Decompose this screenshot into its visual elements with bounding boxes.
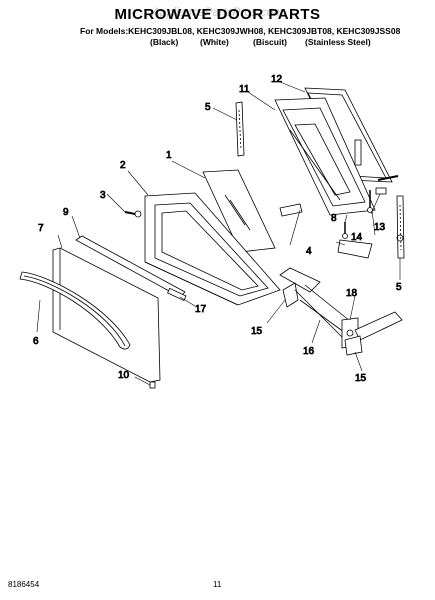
callout-7: 7 — [38, 223, 44, 234]
callout-13: 13 — [374, 222, 386, 233]
callout-6: 6 — [33, 336, 39, 347]
callout-15-right: 15 — [355, 373, 367, 384]
page-number: 11 — [213, 580, 222, 589]
callout-15-left: 15 — [251, 326, 263, 337]
finish-biscuit: (Biscuit) — [253, 37, 287, 47]
part-8-screw — [342, 222, 348, 239]
part-3-screw — [124, 210, 142, 218]
callout-17: 17 — [195, 304, 207, 315]
part-7-outer-panel — [52, 247, 161, 383]
part-5-hinge-strip-lower — [396, 195, 405, 259]
leader-lines — [36, 81, 401, 386]
page-title: MICROWAVE DOOR PARTS — [114, 6, 321, 23]
callout-16: 16 — [303, 346, 315, 357]
model-list: For Models:KEHC309JBL08, KEHC309JWH08, K… — [80, 26, 401, 36]
part-13-hinge-pin — [375, 175, 399, 195]
callout-5-upper: 5 — [205, 102, 211, 113]
callout-5-lower: 5 — [396, 282, 402, 293]
part-5-hinge-strip-upper — [235, 101, 245, 157]
part-4-bracket — [337, 239, 373, 259]
callout-18: 18 — [346, 288, 358, 299]
callout-1: 1 — [166, 150, 172, 161]
part-16-hinge-arm — [294, 284, 356, 341]
finish-white: (White) — [200, 37, 229, 47]
callout-8: 8 — [331, 213, 337, 224]
callout-11: 11 — [239, 84, 250, 95]
callout-2: 2 — [120, 160, 126, 171]
finish-stainless: (Stainless Steel) — [305, 37, 371, 47]
part-1-glass — [202, 169, 276, 253]
callout-12: 12 — [271, 74, 283, 85]
part-10-screw — [149, 381, 156, 389]
watermark: AppliancePartsPros.com — [151, 5, 284, 19]
part-2-door-frame — [144, 192, 281, 306]
callout-14: 14 — [351, 232, 363, 243]
part-15-hinge-left — [279, 267, 321, 308]
part-11-inner-frame — [274, 97, 376, 216]
callout-10: 10 — [118, 370, 130, 381]
callout-3: 3 — [100, 190, 106, 201]
part-6-handle — [19, 271, 131, 350]
part-13-latch — [279, 203, 303, 217]
callout-9: 9 — [63, 207, 69, 218]
doc-number: 8186454 — [8, 580, 40, 589]
callout-4: 4 — [306, 246, 312, 257]
part-15-hinge-right — [344, 311, 403, 356]
finish-black: (Black) — [150, 37, 179, 47]
